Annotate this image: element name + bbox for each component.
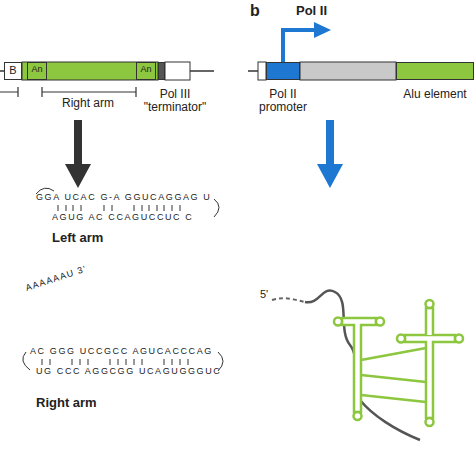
arrow-head: [314, 22, 331, 38]
promoter-box: Pol II promoter: [266, 62, 300, 80]
arm-bracket: [0, 87, 136, 97]
end-label: 5': [260, 288, 268, 300]
loop-arc: [214, 199, 219, 217]
transcription-start-arrow: [283, 30, 316, 62]
arm-label: Left arm: [52, 231, 103, 245]
node-label: Alu element: [396, 88, 474, 101]
down-arrow: [65, 120, 91, 188]
poly-a-tail: AAAAAAU 3': [24, 265, 88, 294]
sequence-text: UG CCC AGGCGG UCAGUGGGUC: [36, 367, 221, 377]
poly-a-box: An: [136, 62, 156, 80]
sequence-text: GGA UCAC G-A GGUCAGGAG U: [36, 193, 211, 203]
flank-box: [165, 62, 190, 80]
strand-arc: [23, 352, 30, 370]
alu-rna-structure: [334, 300, 463, 426]
alu-body: [22, 62, 158, 80]
poly-a-box: An: [27, 62, 47, 80]
node-label: Pol III "terminator": [138, 88, 212, 114]
sequence-text: AGUG AC CCAGUCCUC C: [52, 213, 193, 223]
base-pairs: [58, 205, 180, 211]
node-label: B: [4, 64, 22, 76]
base-pairs: [42, 359, 188, 365]
node-label: Pol II promoter: [245, 88, 321, 114]
alu-element-box: Alu element: [396, 62, 474, 80]
rna-5-end: [272, 298, 305, 302]
terminator-box: Pol III "terminator": [158, 62, 165, 80]
transcribed-region: [300, 62, 396, 80]
node-label: An: [27, 65, 47, 75]
panel-label: b: [250, 2, 260, 20]
node-label: An: [136, 65, 156, 75]
arm-label: Right arm: [62, 97, 114, 110]
polymerase-label: Pol II: [296, 4, 327, 18]
dna-line: [190, 70, 214, 72]
arm-label: Right arm: [36, 396, 97, 410]
dna-line: [248, 70, 258, 72]
sequence-text: AC GGG UCCGCC AGUCACCCAG: [30, 347, 213, 357]
b-box: B: [4, 62, 22, 80]
rna-strand: [305, 291, 420, 440]
down-arrow: [317, 120, 343, 188]
flank-box: [258, 62, 266, 80]
